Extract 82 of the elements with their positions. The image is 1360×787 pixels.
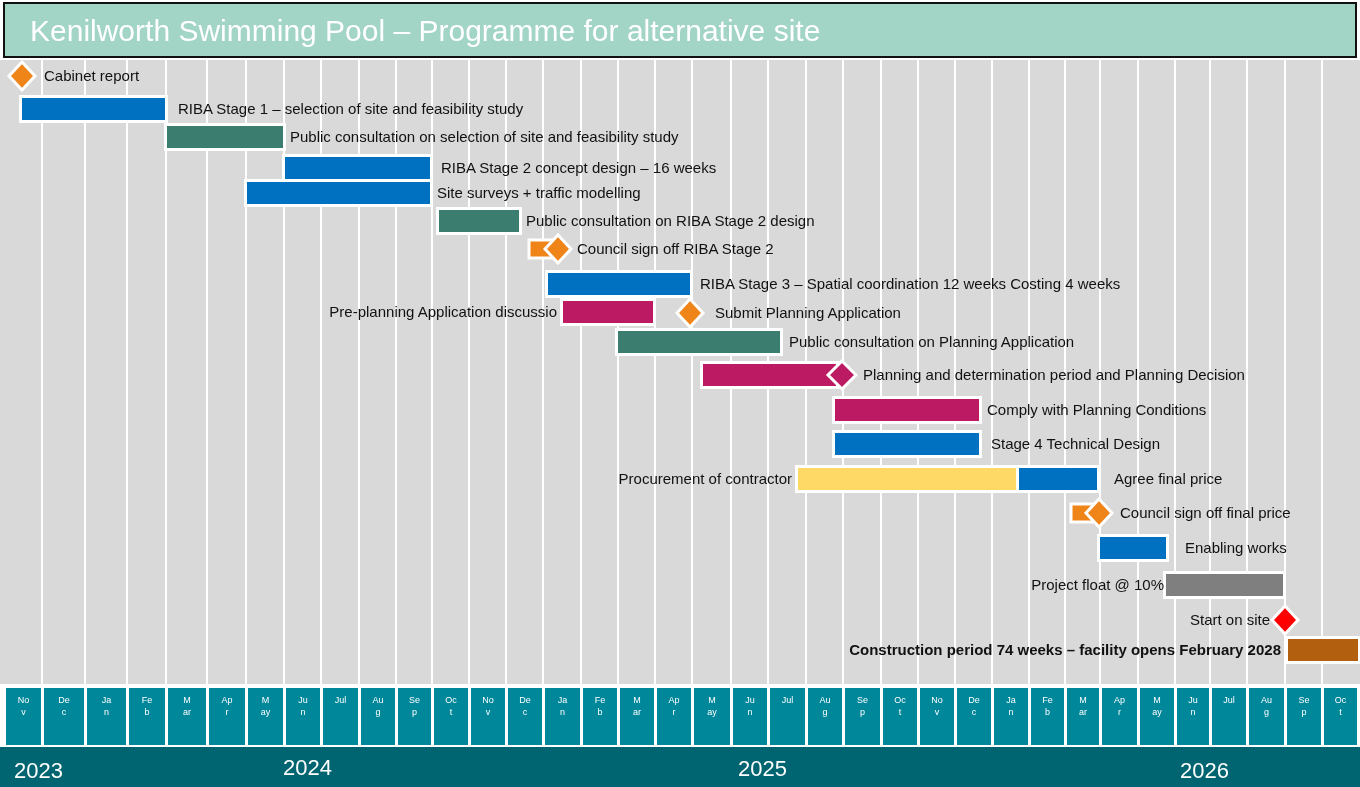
milestone-diamond xyxy=(526,233,574,265)
month-label: May xyxy=(1151,694,1163,718)
task-label: Site surveys + traffic modelling xyxy=(437,184,641,202)
month-label: Dec xyxy=(519,694,531,718)
task-label: Cabinet report xyxy=(44,67,140,85)
task-label: Public consultation on selection of site and feasibility study xyxy=(290,128,679,146)
task-label: Start on site xyxy=(1189,611,1270,629)
month-label: Sep xyxy=(856,694,869,718)
month-label: Nov xyxy=(482,694,494,718)
month-label: Jul xyxy=(1223,694,1235,706)
year-label: 2025 xyxy=(738,756,787,782)
month-label: Mar xyxy=(1078,694,1088,718)
task-label: Pre-planning Application discussio xyxy=(329,303,557,321)
month-label: Mar xyxy=(632,694,642,718)
month-label: Jul xyxy=(781,694,794,706)
task-label: Council sign off final price xyxy=(1120,504,1291,522)
month-label: Jun xyxy=(744,694,756,718)
task-bar xyxy=(832,430,982,458)
task-bar xyxy=(1097,534,1169,562)
task-label: Council sign off RIBA Stage 2 xyxy=(577,240,774,258)
task-label: Stage 4 Technical Design xyxy=(991,435,1160,453)
month-label: May xyxy=(259,694,272,718)
month-label: Jan xyxy=(556,694,569,718)
task-label: Public consultation on RIBA Stage 2 design xyxy=(526,212,815,230)
month-label: Nov xyxy=(931,694,943,718)
task-bar xyxy=(832,396,982,424)
task-bar xyxy=(795,465,1019,493)
month-label: Aug xyxy=(819,694,831,718)
month-label: Mar xyxy=(182,694,192,718)
month-label: Feb xyxy=(594,694,606,718)
month-label: Jul xyxy=(334,694,347,706)
task-label: Construction period 74 weeks – facility opens February 2028 xyxy=(849,641,1281,659)
year-label: 2024 xyxy=(283,755,332,781)
month-label: Aug xyxy=(372,694,384,718)
task-label: Procurement of contractor xyxy=(618,470,792,488)
month-label: Jun xyxy=(1187,694,1199,718)
milestone-diamond xyxy=(1268,604,1301,636)
task-label: Project float @ 10% xyxy=(1031,576,1164,594)
month-label: Apr xyxy=(1113,694,1126,718)
month-label: Apr xyxy=(668,694,680,718)
month-label: Dec xyxy=(58,694,70,718)
task-bar xyxy=(615,328,783,356)
task-label: Comply with Planning Conditions xyxy=(987,401,1207,419)
month-label: Dec xyxy=(968,694,980,718)
task-bar xyxy=(545,270,693,298)
task-label: RIBA Stage 1 – selection of site and feasibility study xyxy=(178,100,524,118)
month-label: Oct xyxy=(445,694,457,718)
month-label: Aug xyxy=(1260,694,1273,718)
month-label: Jan xyxy=(100,694,113,718)
month-label: Oct xyxy=(1334,694,1347,718)
task-label: Enabling works xyxy=(1185,539,1287,557)
year-label: 2026 xyxy=(1180,758,1229,784)
task-label: RIBA Stage 3 – Spatial coordination 12 weeks Costing 4 weeks xyxy=(700,275,1121,293)
month-label: Jan xyxy=(1005,694,1017,718)
month-label: Sep xyxy=(1298,694,1310,718)
task-bar xyxy=(19,95,168,123)
title: Kenilworth Swimming Pool – Programme for alternative site xyxy=(30,13,821,49)
task-bar xyxy=(700,359,858,391)
task-label: Agree final price xyxy=(1114,470,1223,488)
month-label: Oct xyxy=(894,694,906,718)
milestone-diamond xyxy=(1068,497,1115,529)
task-bar xyxy=(1016,465,1100,493)
task-bar xyxy=(560,298,656,326)
month-label: Feb xyxy=(1041,694,1054,718)
task-bar xyxy=(1163,571,1286,599)
task-label: Public consultation on Planning Application xyxy=(789,333,1075,351)
month-label: Sep xyxy=(408,694,421,718)
month-label: Nov xyxy=(17,694,30,718)
month-label: Jun xyxy=(297,694,309,718)
milestone-diamond xyxy=(5,60,38,92)
month-label: Feb xyxy=(141,694,153,718)
month-label: Apr xyxy=(221,694,233,718)
task-bar xyxy=(164,123,286,151)
task-label: RIBA Stage 2 concept design – 16 weeks xyxy=(441,159,717,177)
task-label: Submit Planning Application xyxy=(715,304,901,322)
task-bar xyxy=(1285,636,1360,664)
year-label: 2023 xyxy=(14,758,63,784)
task-bar xyxy=(282,154,433,182)
task-bar xyxy=(244,179,433,207)
month-label: May xyxy=(706,694,718,718)
task-bar xyxy=(436,207,522,235)
task-label: Planning and determination period and Planning Decision xyxy=(863,366,1245,384)
